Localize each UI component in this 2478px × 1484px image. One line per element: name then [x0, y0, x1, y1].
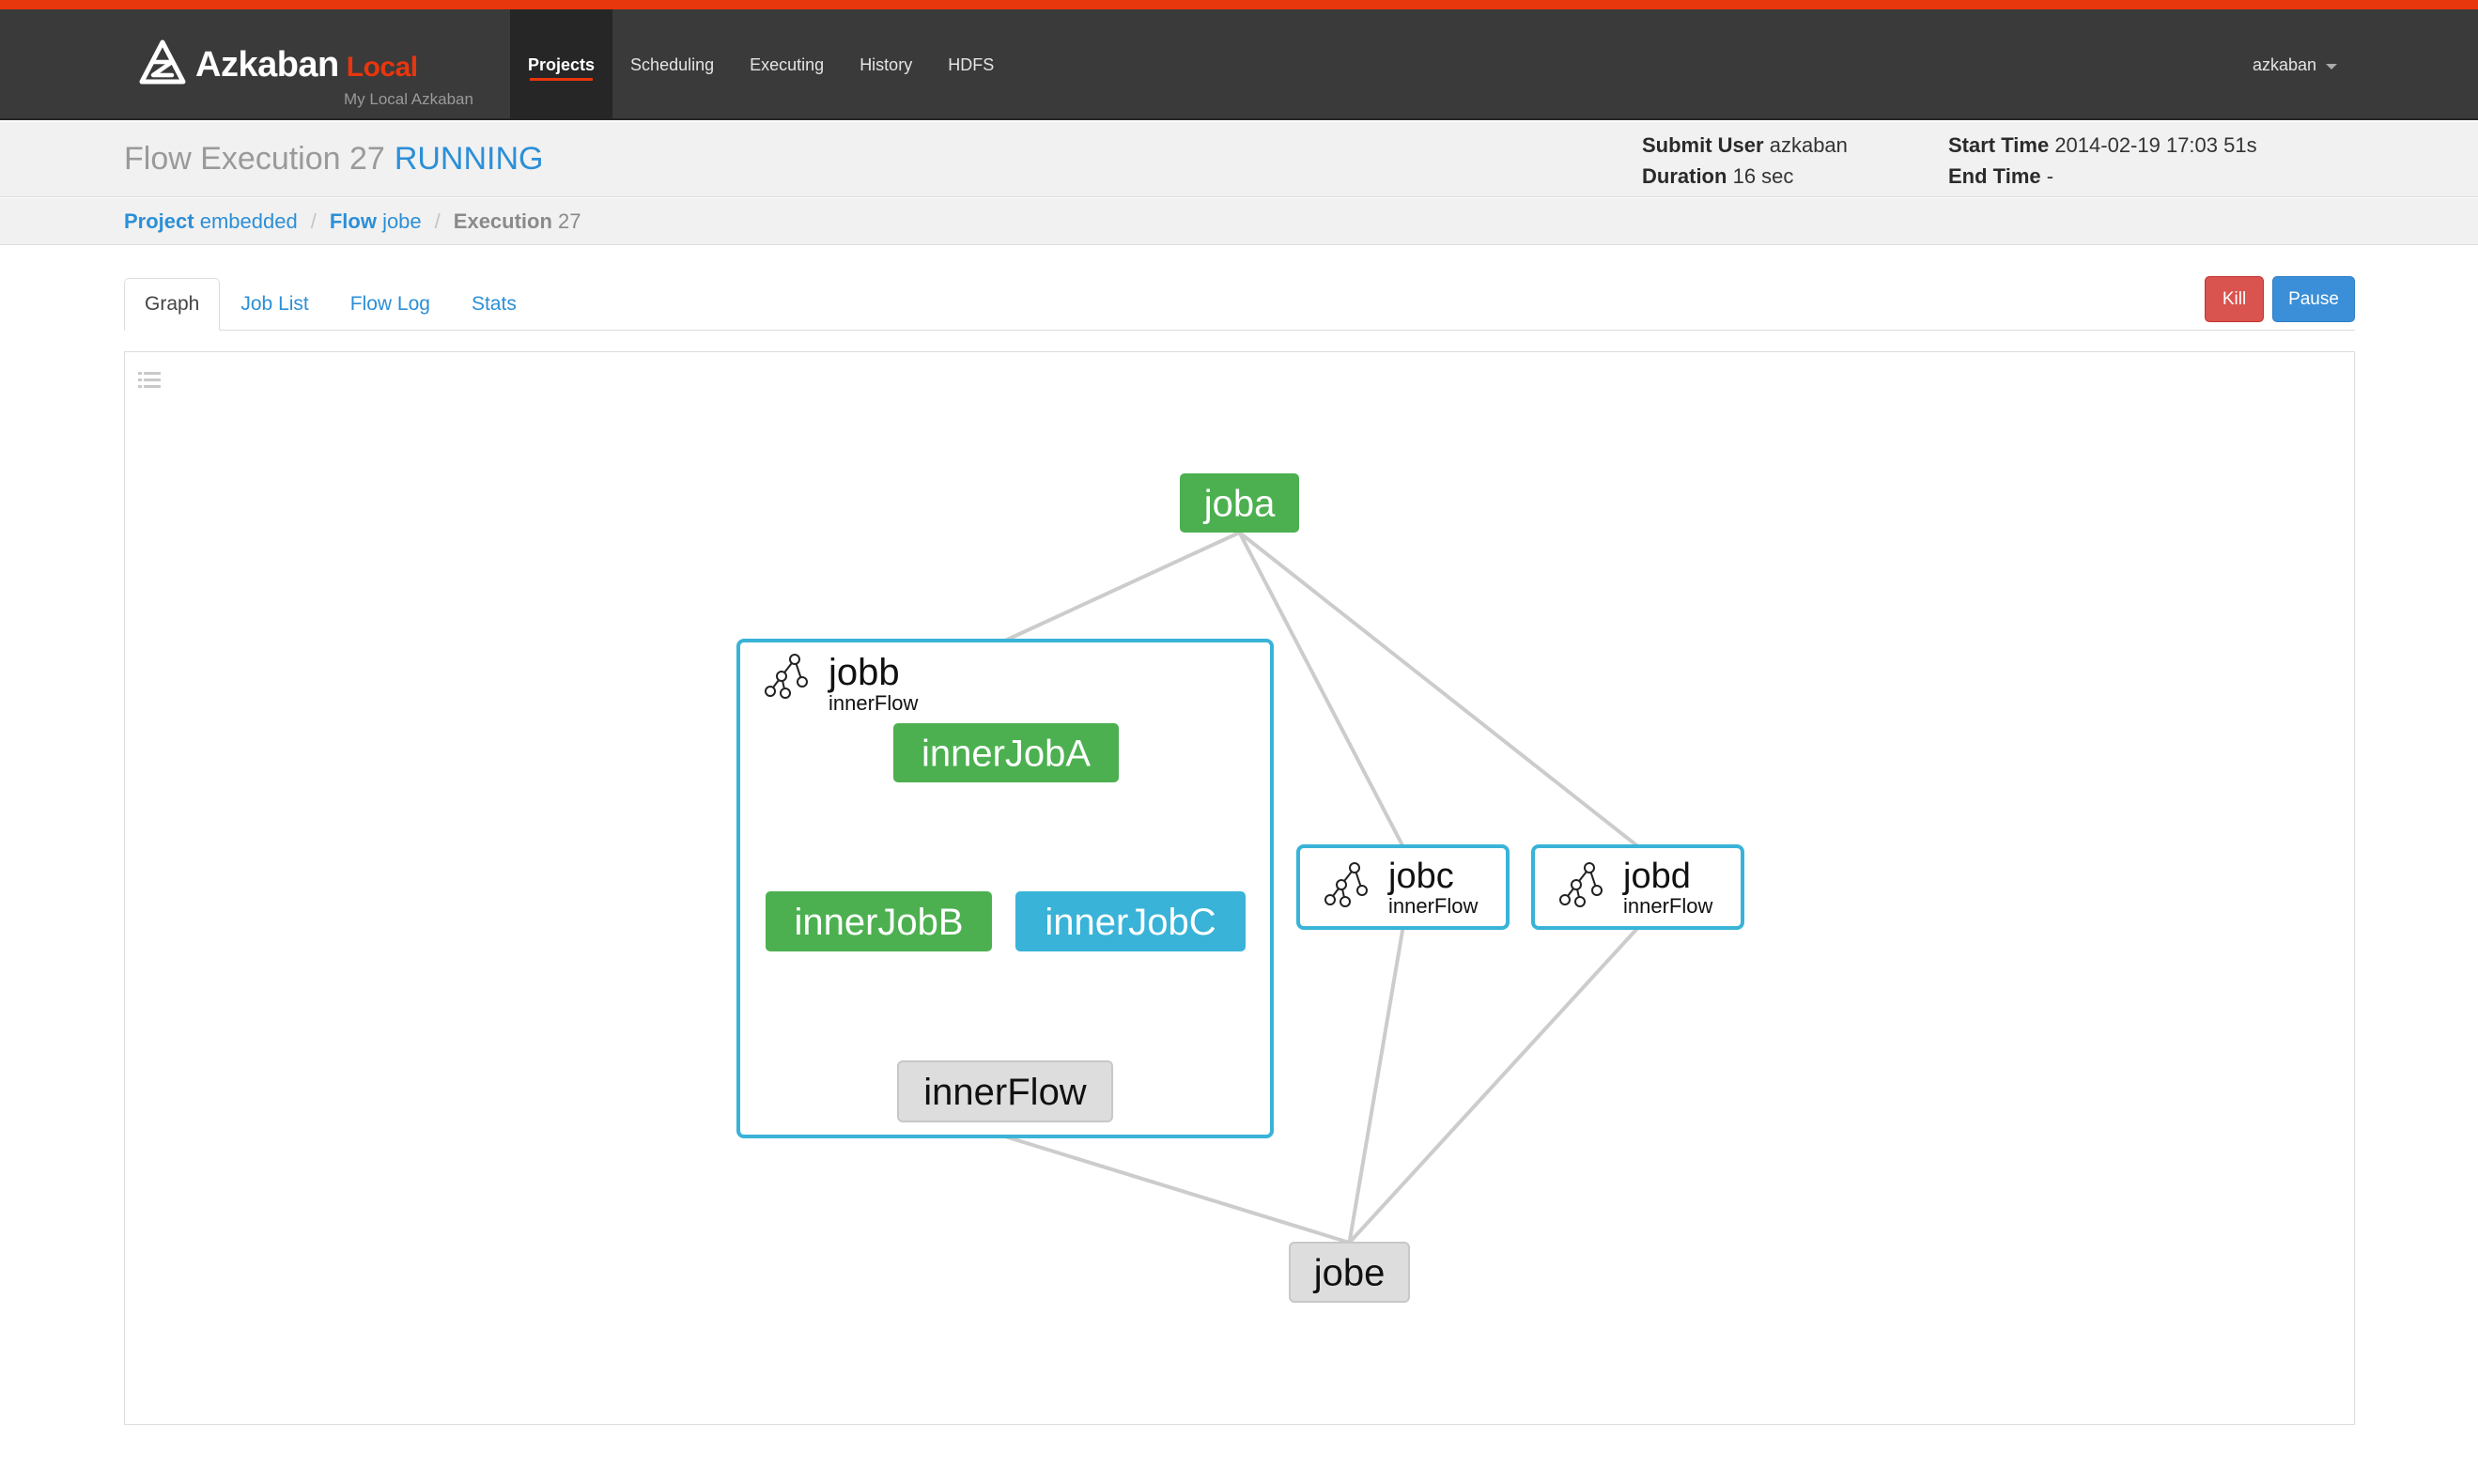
graph-node-label: jobd [1622, 857, 1691, 896]
graph-node-label: jobe [1313, 1253, 1386, 1294]
execution-meta-left: Submit User azkaban Duration 16 sec [1642, 130, 1848, 192]
kill-button[interactable]: Kill [2205, 276, 2264, 322]
nav-item-label: HDFS [948, 54, 995, 74]
duration-value: 16 sec [1732, 164, 1794, 188]
breadcrumb-execution-value: 27 [558, 209, 581, 233]
tab-stats[interactable]: Stats [471, 293, 517, 315]
tab-graph[interactable]: Graph [124, 278, 221, 331]
submit-user-value: azkaban [1769, 133, 1848, 157]
user-name: azkaban [2252, 54, 2316, 74]
nav-item-label: Projects [528, 54, 596, 74]
graph-node-innerFlow[interactable]: innerFlow [897, 1060, 1113, 1122]
tab-job-list[interactable]: Job List [240, 293, 309, 315]
pause-button[interactable]: Pause [2272, 276, 2355, 322]
start-time-label: Start Time [1948, 133, 2050, 157]
job-node-box [1015, 891, 1246, 951]
graph-node-type: innerFlow [1623, 894, 1712, 918]
breadcrumb-flow[interactable]: Flow jobe [330, 209, 422, 234]
nav-item-label: History [860, 54, 913, 74]
main-nav: Projects Scheduling Executing History HD… [510, 9, 1012, 120]
graph-node-label: innerFlow [923, 1072, 1087, 1113]
nav-item-projects[interactable]: Projects [510, 9, 613, 120]
graph-node-innerJobA[interactable]: innerJobA [893, 723, 1119, 782]
job-node-box [1289, 1242, 1410, 1303]
page-title-text: Flow Execution 27 [124, 141, 385, 177]
graph-node-label: joba [1203, 484, 1276, 525]
brand-env: Local [346, 52, 418, 83]
breadcrumb-execution: Execution 27 [454, 209, 581, 234]
list-toggle-icon[interactable] [138, 371, 161, 390]
graph-node-label: innerJobC [1045, 902, 1216, 943]
azkaban-logo-icon [139, 39, 186, 85]
graph-edge-jobb-jobe [1004, 1135, 1351, 1244]
job-node-box [893, 723, 1119, 782]
graph-node-jobe[interactable]: jobe [1289, 1242, 1410, 1303]
graph-edge-joba-jobb [1004, 531, 1241, 642]
execution-tabs: Graph Job List Flow Log Stats [124, 278, 537, 331]
graph-edge-joba-jobc [1237, 532, 1405, 847]
graph-node-joba[interactable]: joba [1180, 473, 1299, 533]
breadcrumb-separator: / [434, 209, 441, 233]
graph-node-innerJobC[interactable]: innerJobC [1015, 891, 1246, 951]
user-menu[interactable]: azkaban [2253, 9, 2337, 120]
chevron-down-icon [2326, 64, 2337, 70]
end-time-value: - [2046, 164, 2054, 188]
start-time-value: 2014-02-19 17:03 51s [2054, 133, 2257, 157]
graph-node-type: innerFlow [1388, 894, 1478, 918]
graph-edge-jobd-jobe [1348, 926, 1639, 1244]
job-node-box [897, 1060, 1113, 1122]
graph-edge-jobc-jobe [1347, 927, 1405, 1244]
end-time-label: End Time [1948, 164, 2041, 188]
breadcrumb-flow-label: Flow [329, 209, 377, 233]
breadcrumb-project[interactable]: Project embedded [124, 209, 298, 234]
flow-icon [765, 654, 808, 699]
breadcrumb-execution-label: Execution [453, 209, 552, 233]
status-badge: RUNNING [394, 141, 544, 177]
graph-node-label: jobb [828, 652, 900, 693]
flow-node-border [736, 639, 1274, 1138]
nav-item-executing[interactable]: Executing [732, 9, 842, 120]
execution-meta-right: Start Time 2014-02-19 17:03 51s End Time… [1948, 130, 2257, 192]
nav-item-label: Scheduling [630, 54, 715, 74]
graph-edge-joba-jobd [1238, 531, 1639, 848]
top-accent-strip [0, 0, 2478, 9]
brand-subtitle: My Local Azkaban [344, 90, 473, 108]
duration-label: Duration [1642, 164, 1727, 188]
graph-node-label: innerJobB [794, 902, 963, 943]
breadcrumb-project-value: embedded [199, 209, 298, 233]
breadcrumb-separator: / [310, 209, 317, 233]
graph-node-label: innerJobA [922, 734, 1091, 775]
graph-node-label: jobc [1387, 857, 1454, 896]
job-node-box [1180, 473, 1299, 533]
nav-item-history[interactable]: History [842, 9, 930, 120]
brand-title: Azkaban [195, 45, 339, 85]
breadcrumb-bar: Project embedded / Flow jobe / Execution… [0, 198, 2478, 245]
tabs-divider [124, 330, 2355, 331]
breadcrumb-project-label: Project [124, 209, 194, 233]
flow-icon [1559, 862, 1603, 907]
tab-flow-log[interactable]: Flow Log [349, 293, 430, 315]
job-node-box [766, 891, 992, 951]
breadcrumb-flow-value: jobe [382, 209, 422, 233]
submit-user-label: Submit User [1642, 133, 1764, 157]
nav-item-label: Executing [750, 54, 825, 74]
nav-active-underline [530, 78, 594, 81]
flow-icon [1324, 862, 1368, 907]
breadcrumb: Project embedded / Flow jobe / Execution… [124, 209, 581, 234]
nav-item-scheduling[interactable]: Scheduling [612, 9, 732, 120]
nav-item-hdfs[interactable]: HDFS [930, 9, 1012, 120]
graph-node-innerJobB[interactable]: innerJobB [766, 891, 992, 951]
graph-node-type: innerFlow [829, 691, 918, 715]
